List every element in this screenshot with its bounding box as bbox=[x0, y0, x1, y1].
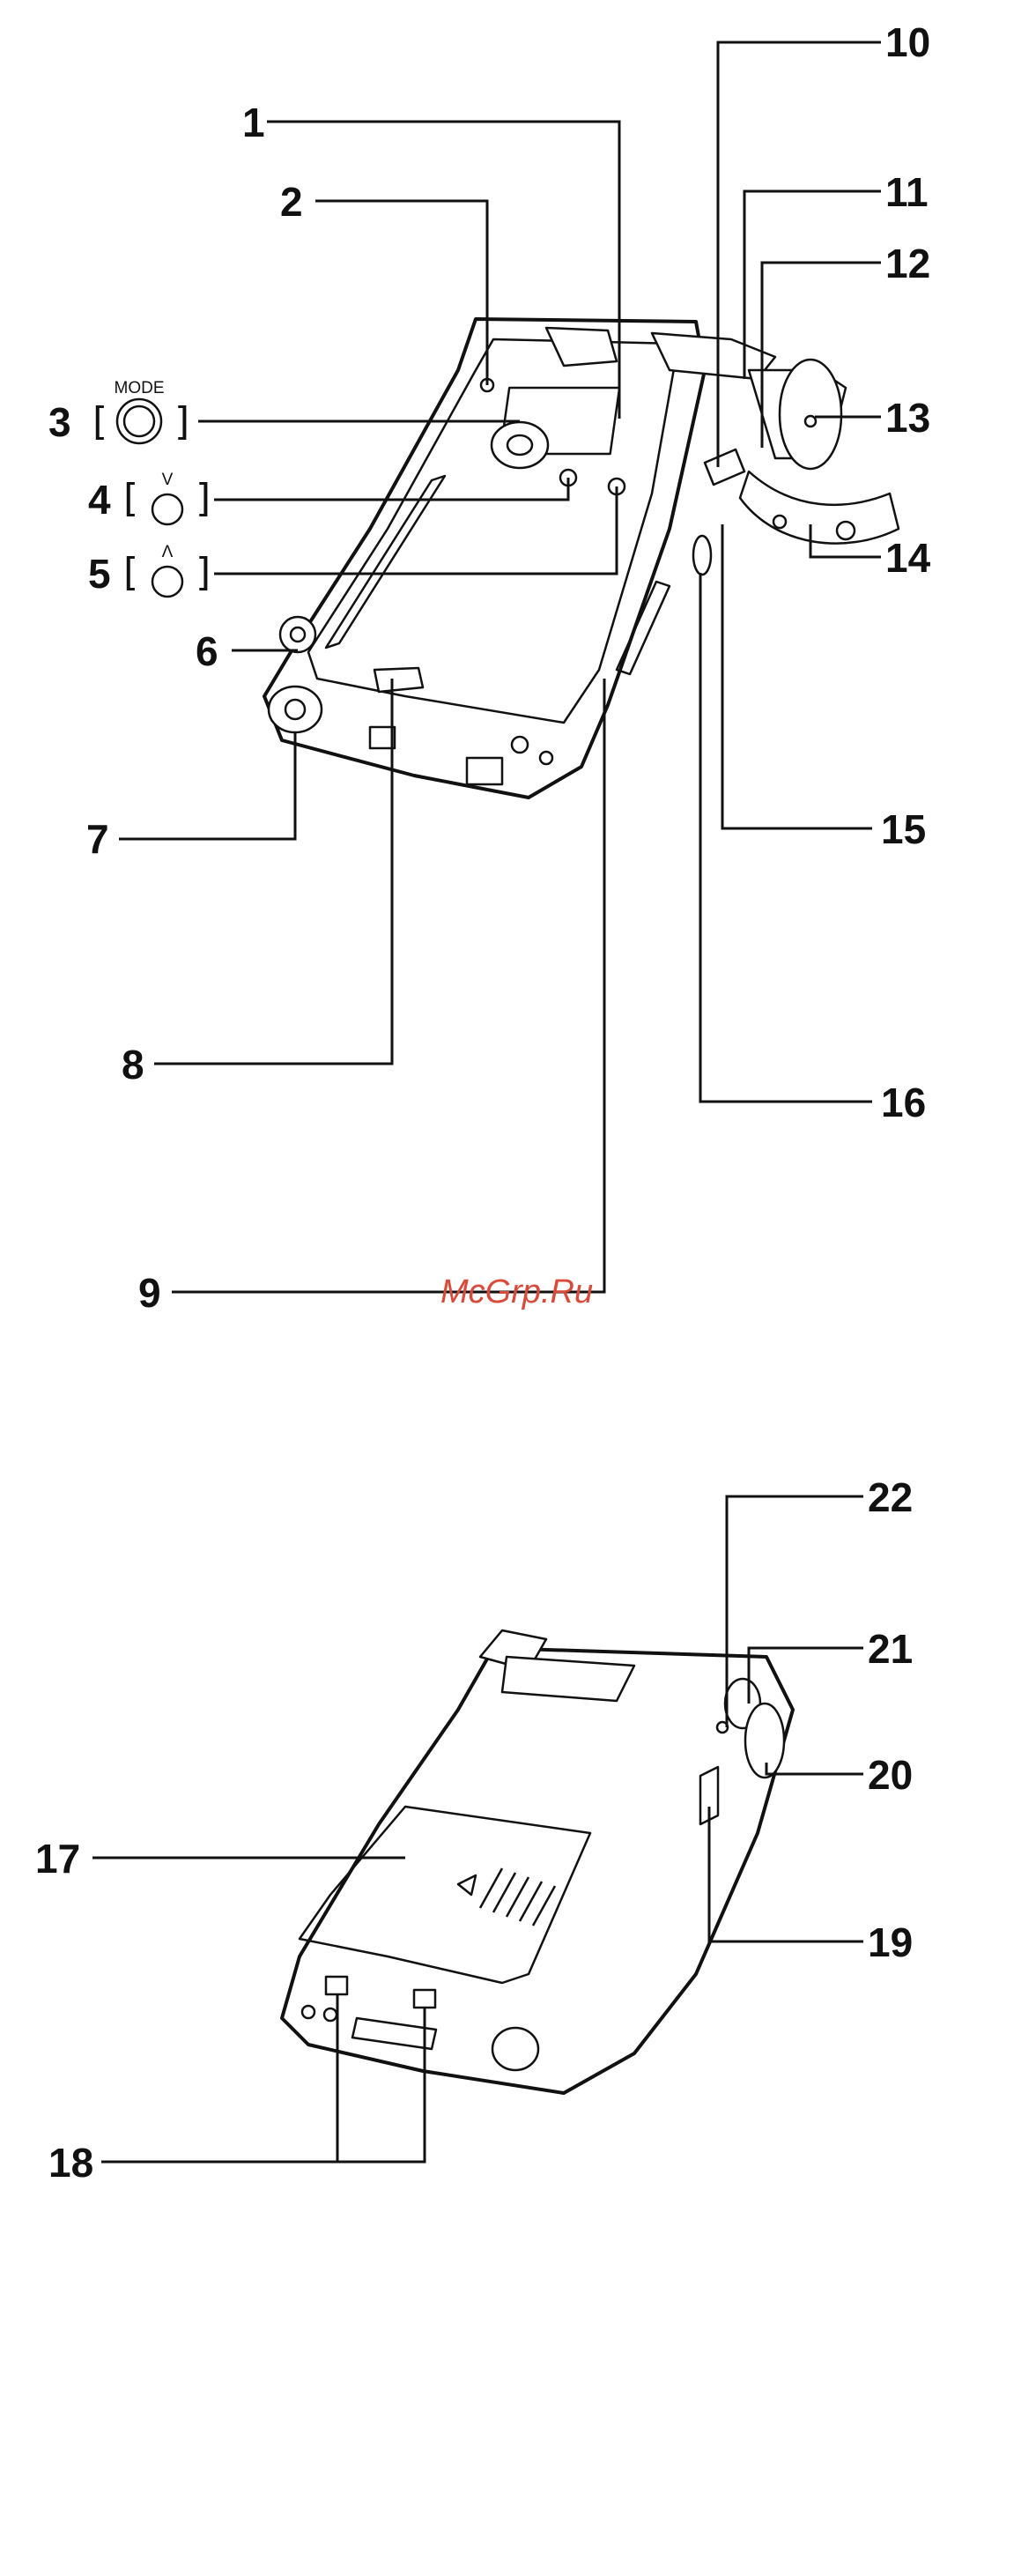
svg-text:Λ: Λ bbox=[162, 543, 174, 561]
label-15: 15 bbox=[881, 806, 926, 852]
label-18: 18 bbox=[48, 2140, 93, 2186]
svg-text:[: [ bbox=[92, 399, 107, 444]
watermark: McGrp.Ru bbox=[440, 1273, 593, 1310]
label-6: 6 bbox=[196, 628, 218, 674]
device-back-view bbox=[282, 1630, 793, 2093]
label-22: 22 bbox=[868, 1474, 913, 1520]
mode-icon-label: MODE bbox=[115, 379, 165, 397]
up-arrow-icon bbox=[152, 567, 182, 597]
label-17: 17 bbox=[35, 1836, 80, 1882]
label-12: 12 bbox=[885, 241, 930, 286]
svg-text:]: ] bbox=[196, 550, 211, 595]
device-front-view bbox=[264, 319, 899, 798]
svg-text:[: [ bbox=[123, 476, 138, 521]
label-21: 21 bbox=[868, 1626, 913, 1672]
label-7: 7 bbox=[86, 816, 109, 862]
mode-button bbox=[492, 422, 548, 468]
label-5: 5 bbox=[88, 551, 111, 597]
label-13: 13 bbox=[885, 395, 930, 441]
label-20: 20 bbox=[868, 1752, 913, 1798]
label-19: 19 bbox=[868, 1919, 913, 1965]
label-11: 11 bbox=[885, 169, 929, 215]
label-10: 10 bbox=[885, 19, 930, 65]
svg-text:]: ] bbox=[196, 476, 211, 521]
label-1: 1 bbox=[242, 100, 265, 145]
label-8: 8 bbox=[122, 1042, 144, 1088]
svg-text:]: ] bbox=[174, 399, 189, 444]
label-16: 16 bbox=[881, 1080, 926, 1125]
label-14: 14 bbox=[885, 535, 931, 581]
label-4: 4 bbox=[88, 477, 111, 523]
svg-text:V: V bbox=[162, 471, 174, 489]
label-9: 9 bbox=[138, 1270, 161, 1316]
label-2: 2 bbox=[280, 179, 303, 225]
label-3: 3 bbox=[48, 399, 71, 445]
down-arrow-icon bbox=[152, 494, 182, 524]
svg-text:[: [ bbox=[123, 550, 138, 595]
